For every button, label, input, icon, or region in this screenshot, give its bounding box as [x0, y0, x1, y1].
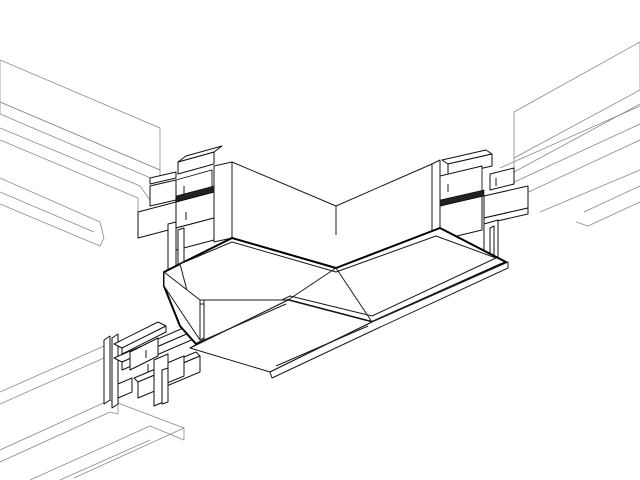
- mounting-clip-left: [137, 145, 223, 275]
- mounting-clip-bottom-left: [103, 321, 201, 409]
- mounting-clip-right: [439, 149, 529, 267]
- connector-body: [163, 159, 509, 379]
- bottom-left-profile: [0, 345, 185, 480]
